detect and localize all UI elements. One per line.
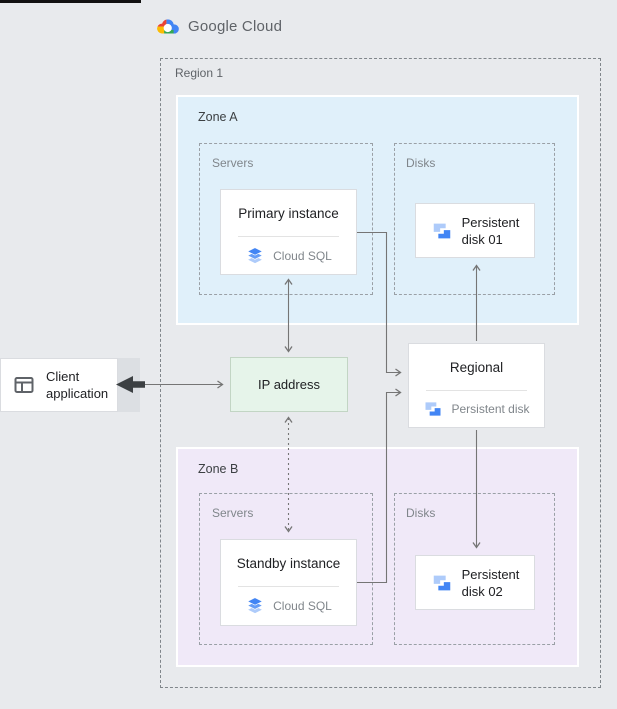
google-cloud-logo: Google Cloud [154, 16, 282, 36]
ip-address-label: IP address [258, 377, 320, 392]
persistent-disk-icon [431, 572, 453, 594]
client-connector-port [118, 358, 140, 412]
primary-service-label: Cloud SQL [273, 248, 332, 263]
standby-service-label: Cloud SQL [273, 599, 332, 613]
zone-a-servers-label: Servers [212, 156, 254, 170]
regional-disk-title: Regional [449, 359, 504, 375]
cloud-sql-icon [245, 246, 265, 266]
zone-b-servers-label: Servers [212, 506, 254, 520]
google-cloud-logo-icon [154, 16, 181, 36]
persistent-disk-icon [423, 399, 443, 419]
standby-instance-card: Standby instance Cloud SQL [220, 539, 357, 626]
zone-a-label: Zone A [198, 110, 238, 124]
card-divider [426, 390, 527, 391]
region-1-label: Region 1 [175, 66, 224, 80]
top-black-bar [0, 0, 141, 3]
primary-instance-title: Primary instance [238, 205, 339, 221]
primary-instance-card: Primary instance Cloud SQL [220, 189, 357, 275]
card-divider [238, 236, 339, 237]
persistent-disk-icon [431, 220, 453, 242]
regional-disk-subtitle: Persistent disk [451, 402, 530, 416]
regional-disk-card: Regional Persistent disk [408, 343, 545, 428]
region-1-container [160, 58, 601, 688]
zone-a-disks-label: Disks [406, 156, 436, 170]
zone-b-disks-label: Disks [406, 506, 436, 520]
client-app-icon [12, 373, 36, 397]
cloud-sql-icon [245, 596, 265, 616]
zone-a-disks-box [394, 143, 555, 295]
ip-address-box: IP address [230, 357, 348, 412]
logo-text: Google Cloud [188, 17, 283, 35]
zone-b-label: Zone B [198, 462, 239, 476]
card-divider [238, 586, 339, 587]
standby-instance-title: Standby instance [236, 555, 341, 571]
